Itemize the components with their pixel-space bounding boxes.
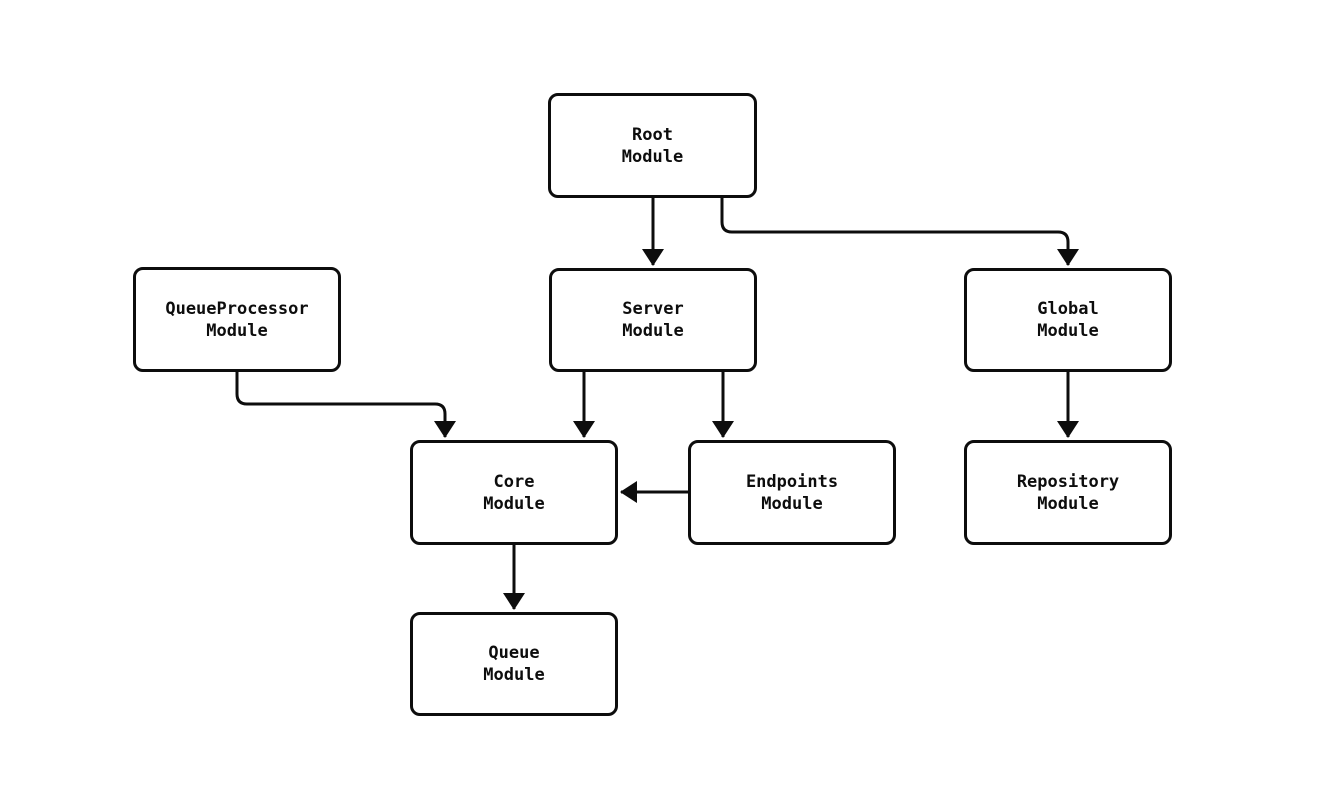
node-server-module: Server Module (549, 268, 757, 372)
edge-queueprocessor-to-core (235, 372, 456, 438)
node-queueprocessor-module: QueueProcessor Module (133, 267, 341, 372)
node-core-module: Core Module (410, 440, 618, 545)
node-queue-module: Queue Module (410, 612, 618, 716)
node-repository-module: Repository Module (964, 440, 1172, 545)
node-global-module: Global Module (964, 268, 1172, 372)
edge-root-to-global (720, 198, 1079, 266)
node-endpoints-module: Endpoints Module (688, 440, 896, 545)
node-root-module: Root Module (548, 93, 757, 198)
